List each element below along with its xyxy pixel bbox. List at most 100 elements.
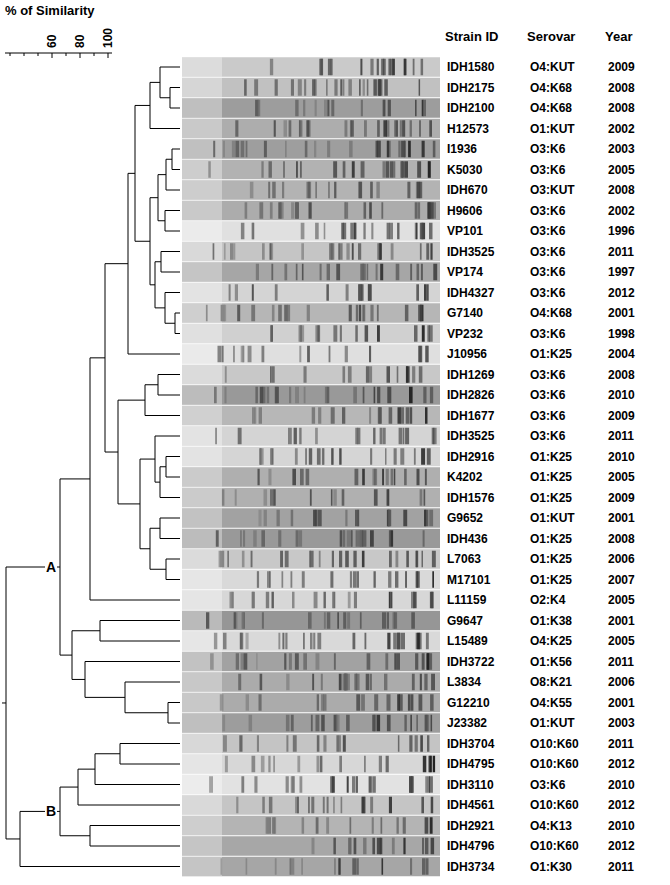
serovar: O3:K6 [530, 142, 565, 156]
strain-id: IDH1576 [447, 491, 494, 505]
year: 2006 [608, 552, 635, 566]
serovar: O4:K68 [530, 81, 572, 95]
year: 2009 [608, 491, 635, 505]
strain-id: G12210 [447, 696, 490, 710]
serovar: O4:K68 [530, 101, 572, 115]
year: 2010 [608, 450, 635, 464]
strain-id: J23382 [447, 716, 487, 730]
strain-id: IDH3525 [447, 429, 494, 443]
strain-id: L11159 [447, 593, 486, 607]
strain-id: IDH2100 [447, 101, 494, 115]
serovar: O1:K38 [530, 614, 572, 628]
serovar: O10:K60 [530, 798, 579, 812]
strain-id: VP101 [447, 224, 483, 238]
year: 2002 [608, 122, 635, 136]
year: 2007 [608, 573, 635, 587]
strain-id: VP232 [447, 327, 483, 341]
year: 2010 [608, 388, 635, 402]
serovar: O1:K25 [530, 450, 572, 464]
year: 2008 [608, 532, 635, 546]
year: 2011 [608, 860, 634, 874]
strain-id: L15489 [447, 634, 488, 648]
year: 2005 [608, 593, 635, 607]
serovar: O1:KUT [530, 716, 575, 730]
year: 2012 [608, 798, 635, 812]
serovar: O1:KUT [530, 122, 575, 136]
serovar: O1:KUT [530, 511, 575, 525]
serovar: O4:K55 [530, 696, 572, 710]
year: 1997 [608, 265, 635, 279]
similarity-ruler [5, 53, 112, 58]
strain-id: IDH4795 [447, 757, 494, 771]
year: 2008 [608, 368, 635, 382]
gel-image [182, 57, 440, 876]
strain-id: IDH2916 [447, 450, 494, 464]
year: 2009 [608, 60, 635, 74]
year: 2005 [608, 634, 635, 648]
year: 2010 [608, 819, 635, 833]
serovar: O1:K25 [530, 491, 572, 505]
serovar: O3:K6 [530, 388, 565, 402]
year: 2009 [608, 409, 635, 423]
column-header: Year [605, 30, 632, 44]
year: 2003 [608, 716, 635, 730]
serovar: O10:K60 [530, 839, 579, 853]
serovar: O3:K6 [530, 204, 565, 218]
serovar: O3:K6 [530, 286, 565, 300]
year: 2001 [608, 614, 635, 628]
strain-id: I1936 [447, 142, 477, 156]
serovar: O4:KUT [530, 60, 575, 74]
axis-title: % of Similarity [5, 4, 95, 18]
year: 2004 [608, 347, 635, 361]
strain-id: IDH1580 [447, 60, 494, 74]
strain-id: G7140 [447, 306, 483, 320]
column-header: Serovar [527, 30, 575, 44]
year: 1996 [608, 224, 635, 238]
dendrogram [2, 67, 180, 867]
year: 2005 [608, 470, 635, 484]
serovar: O3:K6 [530, 245, 565, 259]
year: 2005 [608, 163, 635, 177]
year: 2012 [608, 839, 635, 853]
serovar: O4:K13 [530, 819, 572, 833]
strain-id: IDH2826 [447, 388, 494, 402]
year: 2003 [608, 142, 635, 156]
year: 2006 [608, 675, 635, 689]
year: 1998 [608, 327, 635, 341]
serovar: O3:K6 [530, 778, 565, 792]
column-header: Strain ID [445, 30, 498, 44]
serovar: O3:K6 [530, 409, 565, 423]
strain-id: IDH3110 [447, 778, 494, 792]
serovar: O1:K25 [530, 532, 572, 546]
strain-id: IDH1677 [447, 409, 494, 423]
serovar: O2:K4 [530, 593, 565, 607]
year: 2008 [608, 81, 635, 95]
serovar: O4:K25 [530, 634, 572, 648]
strain-id: G9652 [447, 511, 483, 525]
year: 2011 [608, 429, 634, 443]
strain-id: IDH3704 [447, 737, 494, 751]
tick-label: 60 [45, 35, 59, 48]
strain-id: M17101 [447, 573, 490, 587]
strain-id: VP174 [447, 265, 483, 279]
serovar: O4:K68 [530, 306, 572, 320]
strain-id: J10956 [447, 347, 487, 361]
year: 2011 [608, 655, 634, 669]
serovar: O3:K6 [530, 368, 565, 382]
serovar: O3:KUT [530, 183, 575, 197]
strain-id: IDH670 [447, 183, 488, 197]
year: 2008 [608, 101, 635, 115]
strain-id: IDH1269 [447, 368, 494, 382]
strain-id: H9606 [447, 204, 482, 218]
strain-id: L3834 [447, 675, 481, 689]
year: 2001 [608, 306, 635, 320]
tick-label: 100 [101, 28, 115, 48]
strain-id: IDH3525 [447, 245, 494, 259]
strain-id: IDH436 [447, 532, 488, 546]
tick-label: 80 [73, 35, 87, 48]
strain-id: IDH4796 [447, 839, 494, 853]
strain-id: IDH3722 [447, 655, 494, 669]
serovar: O3:K6 [530, 163, 565, 177]
year: 2012 [608, 286, 635, 300]
strain-id: IDH4561 [447, 798, 494, 812]
